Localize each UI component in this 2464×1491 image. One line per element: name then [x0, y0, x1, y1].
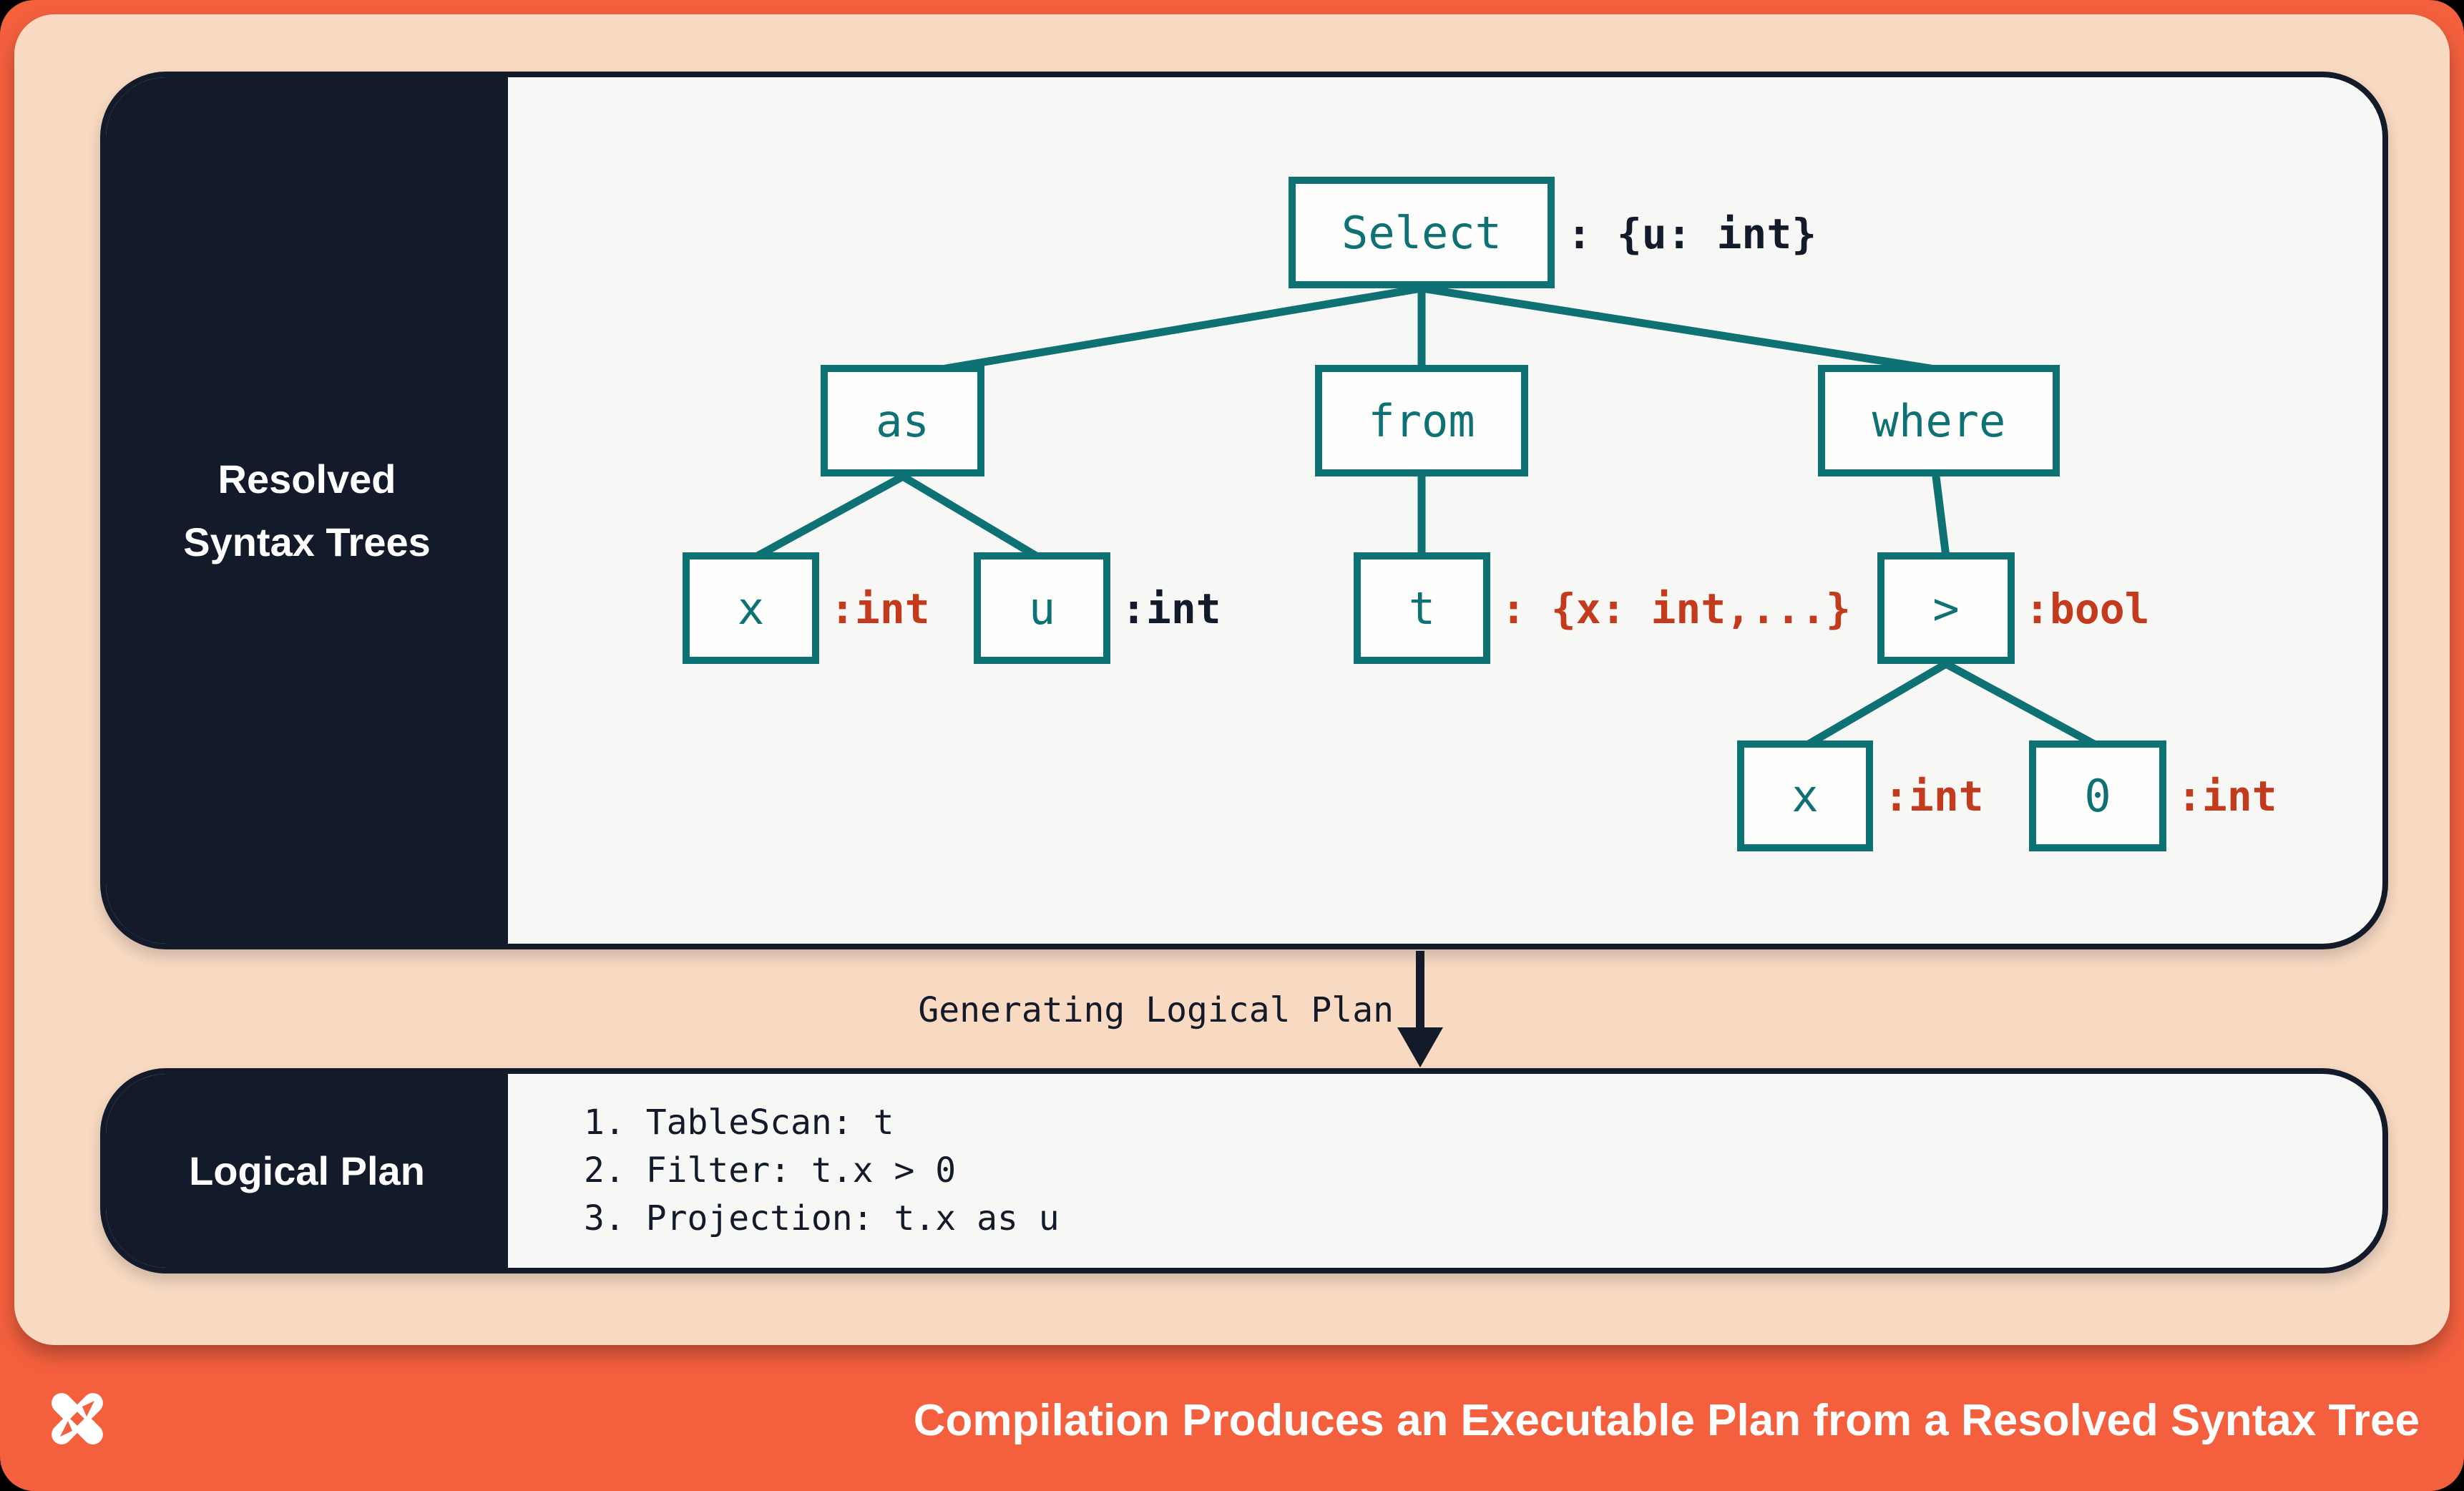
plan-step: 1. TableScan: t	[584, 1103, 894, 1143]
logical-plan-steps: 1. TableScan: t 2. Filter: t.x > 0 3. Pr…	[508, 1074, 2382, 1268]
rst-title-line1: Resolved	[217, 456, 396, 502]
plan-step: 2. Filter: t.x > 0	[584, 1150, 957, 1191]
plan-step: 3. Projection: t.x as u	[584, 1198, 1060, 1238]
logical-plan-sidebar: Logical Plan	[106, 1074, 508, 1268]
pinwheel-x-logo	[52, 1393, 103, 1444]
logical-plan-panel: Logical Plan 1. TableScan: t 2. Filter: …	[100, 1068, 2388, 1274]
footer-caption: Compilation Produces an Executable Plan …	[913, 1396, 2420, 1445]
rst-title-line2: Syntax Trees	[183, 519, 431, 564]
logical-plan-title: Logical Plan	[189, 1148, 425, 1193]
resolved-syntax-trees-panel: Resolved Syntax Trees	[100, 72, 2388, 949]
rst-sidebar: Resolved Syntax Trees	[106, 77, 508, 944]
logical-plan-content: 1. TableScan: t 2. Filter: t.x > 0 3. Pr…	[508, 1074, 2382, 1268]
rst-tree-area	[508, 77, 2382, 944]
